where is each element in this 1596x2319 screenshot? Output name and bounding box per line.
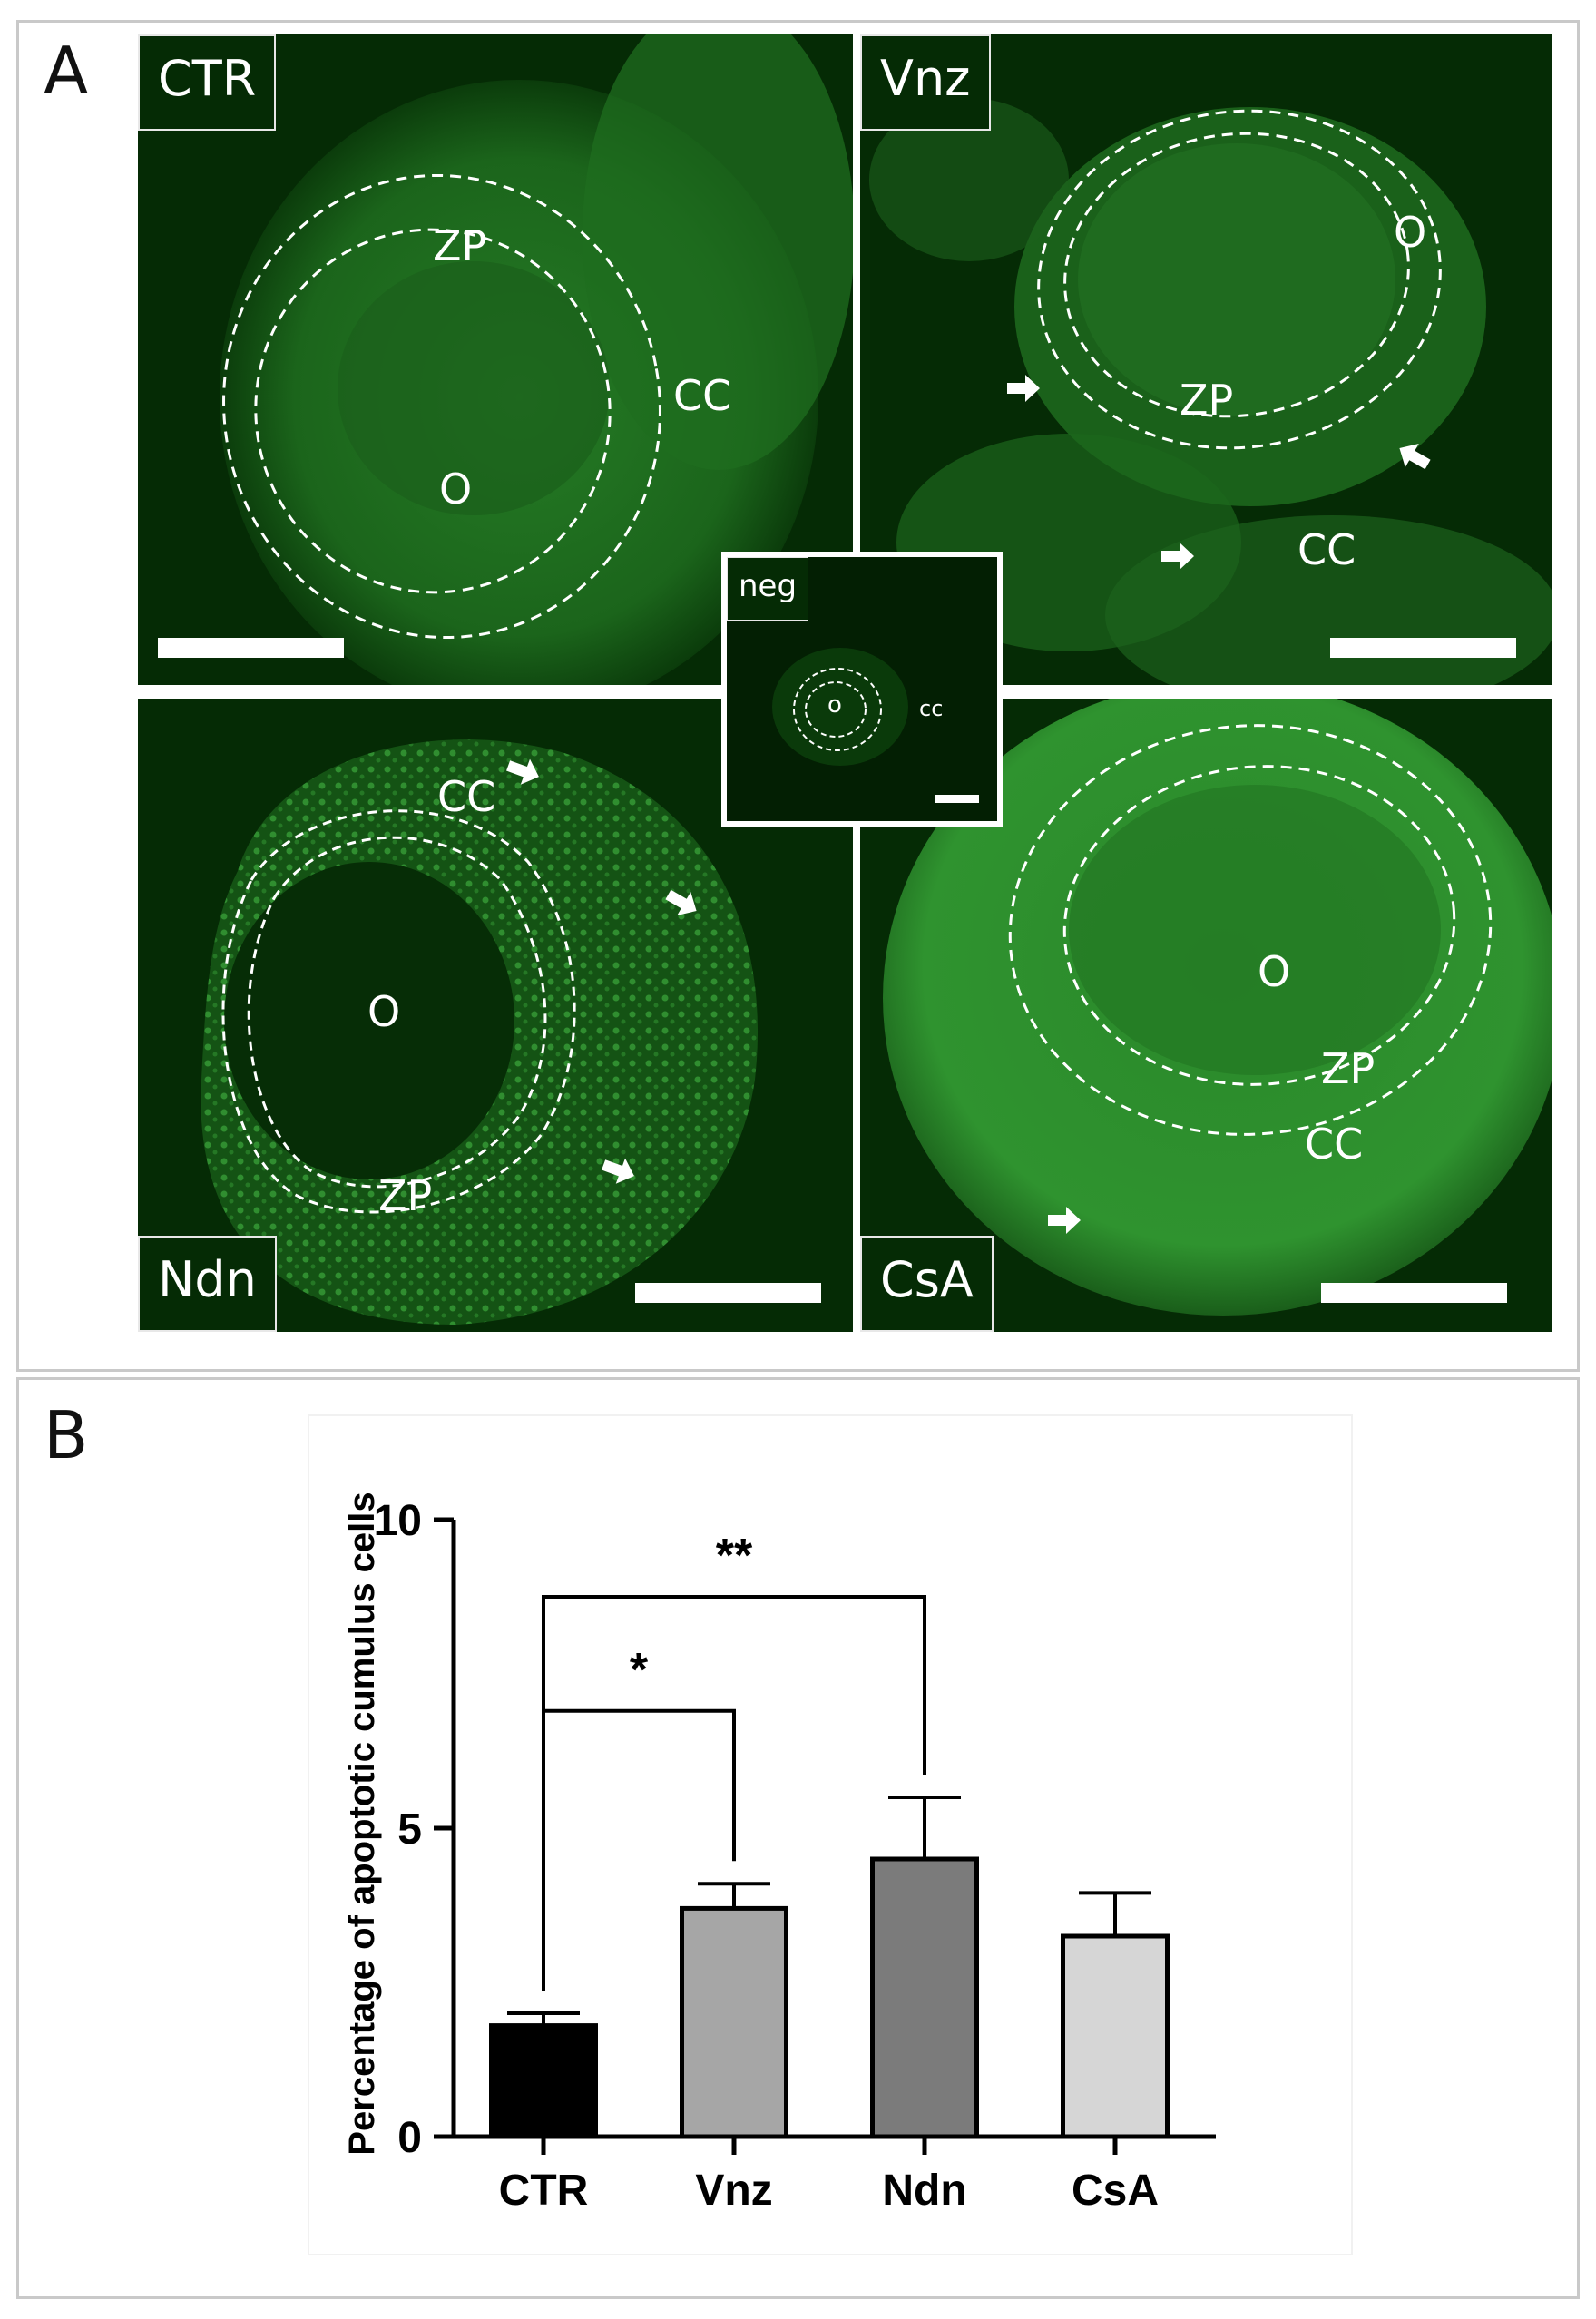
micrograph-ctr-tag: CTR (138, 34, 277, 131)
micrograph-vnz-tag: Vnz (860, 34, 991, 131)
micrograph-ndn-tag: Ndn (138, 1236, 277, 1332)
label-cc: CC (437, 772, 496, 821)
micrograph-neg-tag: neg (727, 557, 809, 621)
panel-b-letter: B (44, 1397, 89, 1473)
label-cc: cc (919, 696, 944, 721)
arrow-icon (602, 1158, 634, 1184)
micrograph-csa-tag: CsA (860, 1236, 994, 1332)
label-zp: ZP (378, 1171, 433, 1220)
label-cc: CC (673, 371, 732, 420)
arrow-icon (1399, 444, 1431, 470)
micrograph-ctr-image (220, 34, 853, 685)
scale-bar (635, 1283, 821, 1303)
label-o: O (367, 987, 401, 1036)
micrograph-neg-image (772, 648, 908, 766)
arrow-icon (1048, 1207, 1081, 1234)
scale-bar (935, 795, 979, 803)
micrograph-vnz-image (869, 98, 1552, 685)
arrow-icon (506, 758, 539, 785)
label-zp: ZP (433, 221, 487, 270)
micrograph-ctr: CTR ZP CC O (138, 34, 853, 685)
scale-bar (158, 638, 344, 658)
micrograph-ndn: Ndn CC O ZP (138, 699, 853, 1332)
label-o: o (827, 691, 842, 719)
arrow-icon (665, 889, 697, 915)
label-o: O (1258, 947, 1291, 996)
panel-b-frame (16, 1377, 1580, 2299)
scale-bar (1330, 638, 1516, 658)
panel-a-letter: A (44, 33, 89, 109)
label-zp: ZP (1180, 376, 1234, 425)
micrograph-csa-image (883, 699, 1552, 1316)
arrow-icon (1007, 375, 1040, 402)
micrograph-neg: neg o cc (727, 557, 997, 821)
label-zp: ZP (1321, 1044, 1376, 1093)
label-cc: CC (1297, 525, 1356, 574)
label-cc: CC (1305, 1120, 1364, 1169)
label-o: O (439, 465, 473, 514)
scale-bar (1321, 1283, 1507, 1303)
arrow-icon (1161, 543, 1194, 570)
micrograph-neg-inset: neg o cc (721, 552, 1003, 827)
micrograph-csa: CsA O ZP CC (860, 699, 1552, 1332)
label-o: O (1394, 208, 1427, 257)
